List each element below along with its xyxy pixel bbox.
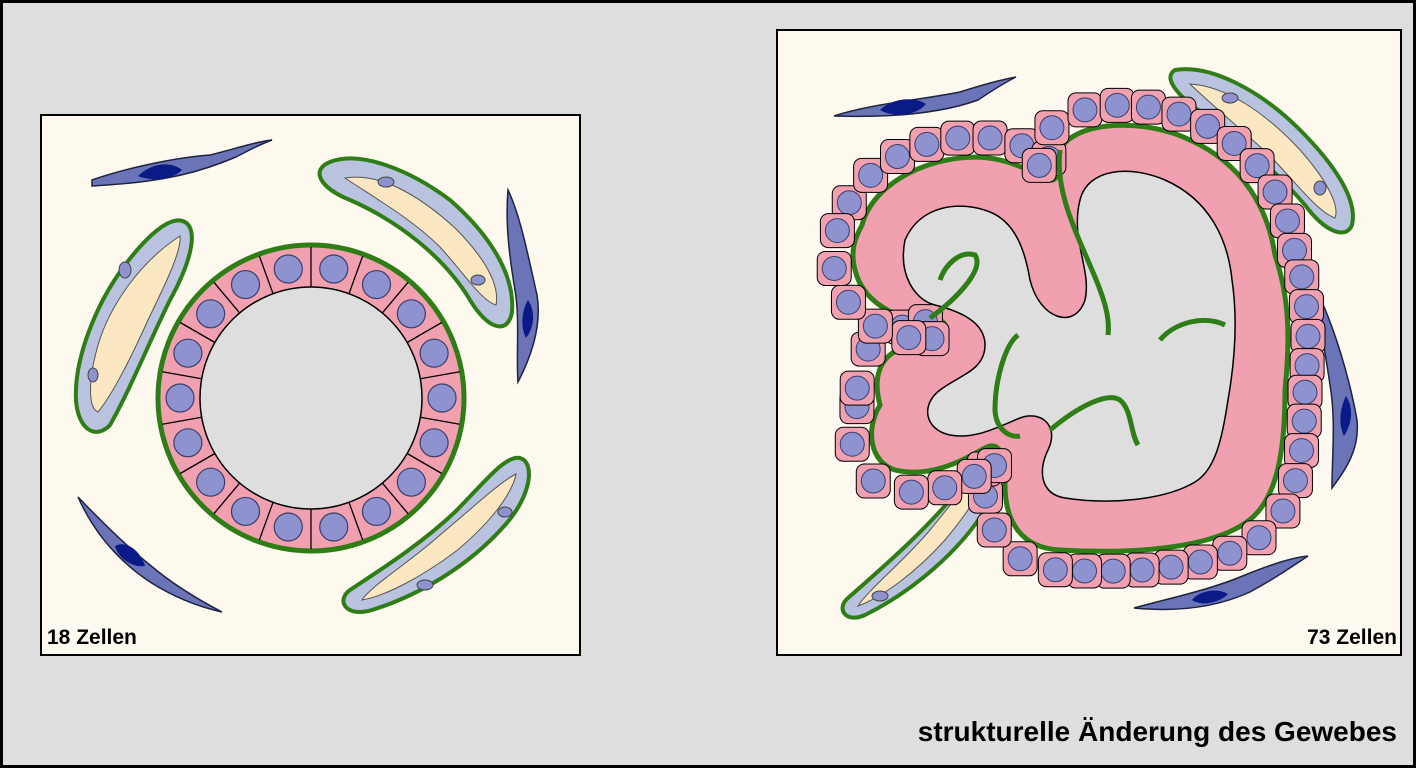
cell-nucleus [1283, 238, 1307, 262]
cell-nucleus [863, 314, 887, 338]
cell-nucleus [822, 256, 846, 280]
cell-nucleus [837, 191, 861, 215]
right-panel: 73 Zellen [777, 30, 1401, 655]
cell-nucleus [1296, 324, 1320, 348]
cell-nucleus [978, 126, 1002, 150]
cell-nucleus [1136, 95, 1160, 119]
cell-nucleus [1130, 558, 1154, 582]
cell-nucleus [197, 300, 225, 328]
cell-nucleus [899, 480, 923, 504]
cell-nucleus [1196, 114, 1220, 138]
cell-nucleus [1167, 102, 1191, 126]
cell-nucleus [1043, 558, 1067, 582]
cell-nucleus [982, 518, 1006, 542]
cell-nucleus [274, 255, 302, 283]
cell-nucleus [933, 476, 957, 500]
cell-nucleus [1027, 153, 1051, 177]
cell-nucleus [1073, 98, 1097, 122]
cell-nucleus [1263, 180, 1287, 204]
cell-nucleus [825, 219, 849, 243]
cell-nucleus [197, 468, 225, 496]
epithelial-ring [158, 245, 464, 551]
cell-nucleus [428, 384, 456, 412]
lumen [200, 287, 422, 509]
cell-nucleus [1292, 409, 1316, 433]
cell-nucleus [1245, 154, 1269, 178]
cell-nucleus [1290, 439, 1314, 463]
cell-nucleus [1105, 93, 1129, 117]
cell-nucleus [1008, 547, 1032, 571]
cell-nucleus [1283, 469, 1307, 493]
cell-nucleus [1290, 265, 1314, 289]
cell-nucleus [1294, 295, 1318, 319]
caption: strukturelle Änderung des Gewebes [918, 716, 1397, 747]
cell-nucleus [861, 469, 885, 493]
cell-nucleus [174, 429, 202, 457]
cell-nucleus [232, 497, 260, 525]
cell-nucleus [915, 132, 939, 156]
cell-nucleus [397, 300, 425, 328]
cell-nucleus [836, 290, 860, 314]
cell-nucleus [840, 432, 864, 456]
cell-nucleus [1072, 559, 1096, 583]
cell-nucleus [1040, 116, 1064, 140]
left-count-label: 18 Zellen [47, 626, 137, 649]
cell-nucleus [859, 163, 883, 187]
cell-nucleus [320, 255, 348, 283]
cell-nucleus [1101, 559, 1125, 583]
cell-nucleus [363, 271, 391, 299]
cell-nucleus [174, 339, 202, 367]
cell-nucleus [1159, 555, 1183, 579]
cell-nucleus [397, 468, 425, 496]
left-panel: 18 Zellen [41, 115, 580, 655]
cell-nucleus [1275, 209, 1299, 233]
cell-nucleus [1247, 526, 1271, 550]
right-count-label: 73 Zellen [1307, 626, 1397, 649]
cell-nucleus [363, 497, 391, 525]
cell-nucleus [232, 271, 260, 299]
cell-nucleus [1188, 550, 1212, 574]
cell-nucleus [897, 326, 921, 350]
cell-nucleus [320, 513, 348, 541]
cell-nucleus [962, 464, 986, 488]
cell-nucleus [845, 376, 869, 400]
cell-nucleus [1271, 499, 1295, 523]
cell-nucleus [885, 145, 909, 169]
cell-nucleus [420, 429, 448, 457]
cell-nucleus [1293, 380, 1317, 404]
cell-nucleus [274, 513, 302, 541]
cell-nucleus [1218, 541, 1242, 565]
cell-nucleus [1295, 354, 1319, 378]
cell-nucleus [166, 384, 194, 412]
cell-nucleus [420, 339, 448, 367]
cell-nucleus [946, 126, 970, 150]
